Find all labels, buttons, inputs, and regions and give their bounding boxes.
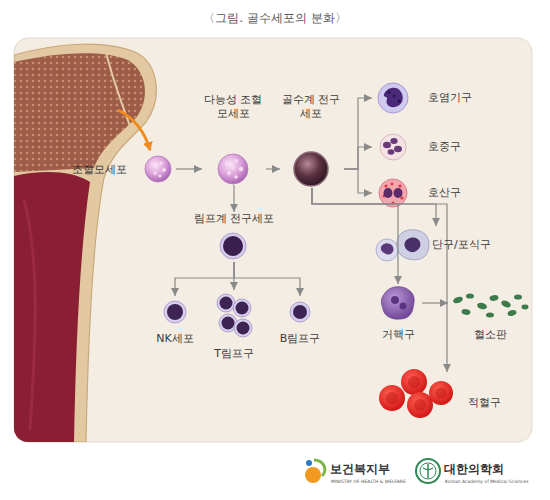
cell-node: 거핵구 (374, 284, 422, 342)
logo-text: 보건복지부 (330, 462, 390, 476)
stem-cell (145, 156, 171, 182)
cell-node: 림프계 전구세포 (182, 212, 286, 262)
cell-node: 단구/포식구 (372, 226, 500, 264)
cell-label: 거핵구 (382, 328, 415, 342)
cell-node: 호산구 (372, 178, 482, 208)
logo-text: 대한의학회 (444, 462, 504, 476)
ministry-logo (305, 460, 325, 483)
monocyte-macrophage (376, 230, 429, 261)
differentiation-arrow (175, 262, 234, 296)
t-cells (217, 294, 252, 337)
differentiation-arrow (312, 188, 398, 284)
differentiation-arrow (422, 302, 448, 303)
logo-text: MINISTRY OF HEALTH & WELFARE (331, 479, 406, 484)
lymphoid-cell (220, 233, 246, 259)
cell-node: NK세포 (150, 296, 200, 350)
nk-cell (164, 301, 186, 323)
multipotent-cell (218, 154, 248, 184)
cell-node: B림프구 (275, 296, 325, 350)
panel (14, 38, 532, 442)
differentiation-arrow (344, 98, 372, 169)
bone-drawing (14, 44, 156, 442)
differentiation-arrow (344, 169, 372, 193)
differentiation-arrow (312, 188, 447, 372)
cell-node: 호중구 (372, 132, 482, 162)
cell-label: 호산구 (428, 186, 461, 200)
cell-label: 조혈모세포 (72, 163, 127, 177)
cell-label: 호중구 (428, 140, 461, 154)
myeloid-cell (294, 152, 328, 186)
differentiation-arrow (176, 168, 202, 169)
cell-label: 단구/포식구 (432, 238, 491, 252)
differentiation-arrow (312, 188, 436, 226)
eosinophil (379, 179, 407, 207)
differentiation-arrow (344, 147, 372, 169)
cell-node: 골수계 전구세포 (280, 93, 344, 188)
platelets (452, 293, 528, 317)
megakaryocyte (381, 287, 414, 319)
cell-label: B림프구 (280, 332, 321, 346)
academy-seal (416, 459, 440, 483)
cell-label: 호염기구 (428, 91, 472, 105)
figure-title: 〈그림. 골수세포의 분화〉 (0, 10, 550, 27)
cell-node: 조혈모세포 (72, 156, 176, 184)
cell-label: 다능성 조혈모세포 (202, 93, 264, 121)
neutrophil (380, 134, 406, 160)
differentiation-arrow (266, 168, 280, 169)
cell-node: 호염기구 (372, 82, 482, 114)
cell-label: 골수계 전구세포 (280, 93, 342, 121)
cell-node: T림프구 (201, 290, 267, 362)
cell-label: T림프구 (214, 347, 254, 361)
cell-label: NK세포 (156, 332, 193, 346)
basophil (378, 83, 408, 113)
cell-label: 림프계 전구세포 (194, 212, 275, 226)
red-blood-cells (379, 369, 453, 418)
cell-node: 다능성 조혈모세포 (202, 93, 266, 185)
cell-label: 적혈구 (468, 396, 501, 410)
b-cell (290, 302, 310, 322)
cell-label: 혈소판 (474, 328, 507, 342)
cell-node: 적혈구 (372, 372, 522, 418)
differentiation-arrow (233, 185, 234, 212)
differentiation-arrow (234, 262, 300, 296)
origin-arrow (118, 110, 150, 150)
cell-node: 혈소판 (448, 290, 532, 342)
logo-text: Korean Academy of Medical Sciences (445, 479, 529, 484)
